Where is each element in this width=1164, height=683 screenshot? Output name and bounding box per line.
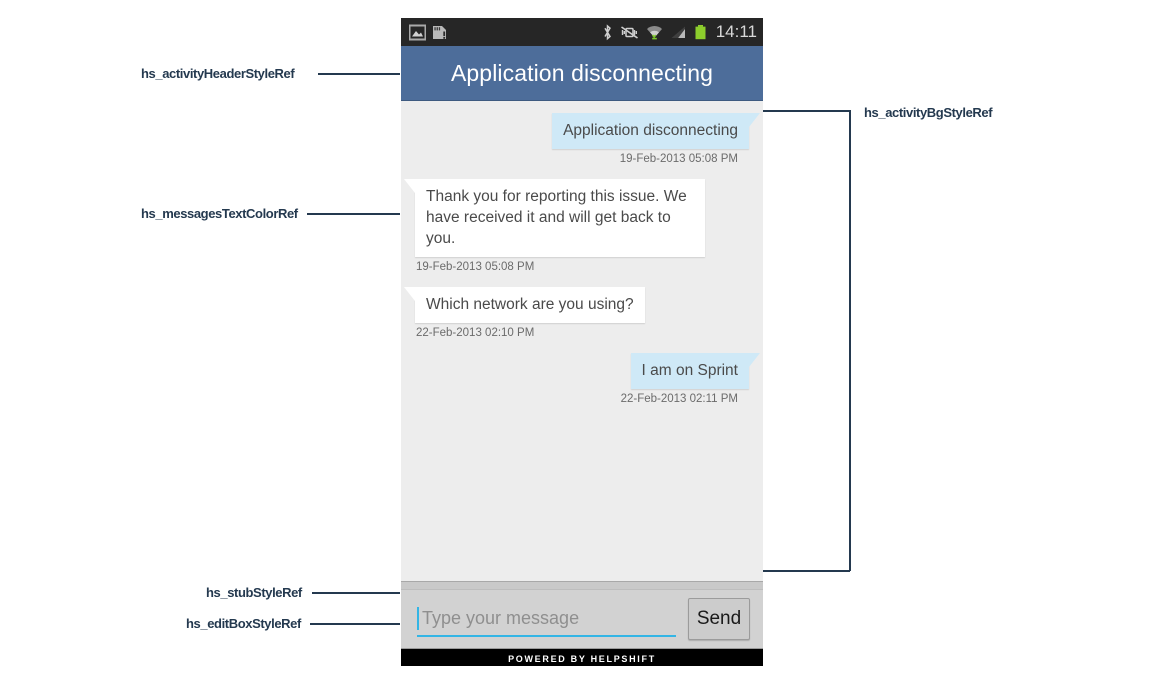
gallery-icon xyxy=(409,24,426,40)
message-timestamp: 22-Feb-2013 02:10 PM xyxy=(416,327,535,339)
message-bubble-outgoing[interactable]: I am on Sprint xyxy=(630,353,760,389)
status-bar-left-icons xyxy=(409,24,448,41)
conversation-list[interactable]: Application disconnecting 19-Feb-2013 05… xyxy=(401,101,763,581)
send-button[interactable]: Send xyxy=(688,598,750,640)
bluetooth-icon xyxy=(604,23,611,40)
sdcard-warning-icon xyxy=(433,25,446,39)
activity-header: Application disconnecting xyxy=(401,46,763,101)
battery-icon xyxy=(695,24,706,39)
stub-divider xyxy=(401,581,763,590)
page-title: Application disconnecting xyxy=(450,59,714,86)
annotation-label-stub: hs_stubStyleRef xyxy=(206,585,302,600)
message-bubble-outgoing[interactable]: Application disconnecting xyxy=(552,113,760,149)
annotation-bracket-top-arm xyxy=(763,110,850,112)
message-input[interactable] xyxy=(419,603,676,633)
phone-screen: 14:11 Application disconnecting Applicat… xyxy=(401,18,763,666)
cell-signal-icon xyxy=(671,26,685,38)
annotation-bracket-spine xyxy=(849,110,851,571)
annotation-label-activity-bg: hs_activityBgStyleRef xyxy=(864,105,993,120)
message-bubble-incoming[interactable]: Which network are you using? xyxy=(404,287,645,323)
message-bubble-incoming[interactable]: Thank you for reporting this issue. We h… xyxy=(404,179,705,257)
message-timestamp: 22-Feb-2013 02:11 PM xyxy=(620,393,738,405)
annotation-label-editbox: hs_editBoxStyleRef xyxy=(186,616,301,631)
powered-by-footer: POWERED BY HELPSHIFT xyxy=(401,648,763,666)
message-row: Thank you for reporting this issue. We h… xyxy=(404,179,749,273)
compose-bar: Send xyxy=(401,590,763,648)
message-timestamp: 19-Feb-2013 05:08 PM xyxy=(416,261,535,273)
annotation-leader-messages-text-color xyxy=(307,213,400,215)
annotation-leader-activity-header xyxy=(318,73,400,75)
message-row: Application disconnecting 19-Feb-2013 05… xyxy=(415,113,760,165)
message-timestamp: 19-Feb-2013 05:08 PM xyxy=(619,153,738,165)
annotation-leader-editbox xyxy=(310,623,400,625)
vibrate-mute-icon xyxy=(620,25,638,39)
status-bar-right-icons: 14:11 xyxy=(602,22,757,42)
powered-by-label: POWERED BY HELPSHIFT xyxy=(508,654,656,664)
annotation-label-activity-header: hs_activityHeaderStyleRef xyxy=(141,66,295,81)
annotation-bracket-bottom-arm xyxy=(763,570,850,572)
status-bar: 14:11 xyxy=(401,18,763,46)
message-row: Which network are you using? 22-Feb-2013… xyxy=(404,287,749,339)
annotation-label-messages-text-color: hs_messagesTextColorRef xyxy=(141,206,298,221)
annotation-leader-stub xyxy=(312,592,400,594)
text-caret xyxy=(417,606,419,630)
message-input-wrapper[interactable] xyxy=(417,601,676,637)
wifi-icon xyxy=(646,25,662,39)
status-bar-clock: 14:11 xyxy=(715,22,757,41)
message-row: I am on Sprint 22-Feb-2013 02:11 PM xyxy=(415,353,760,405)
